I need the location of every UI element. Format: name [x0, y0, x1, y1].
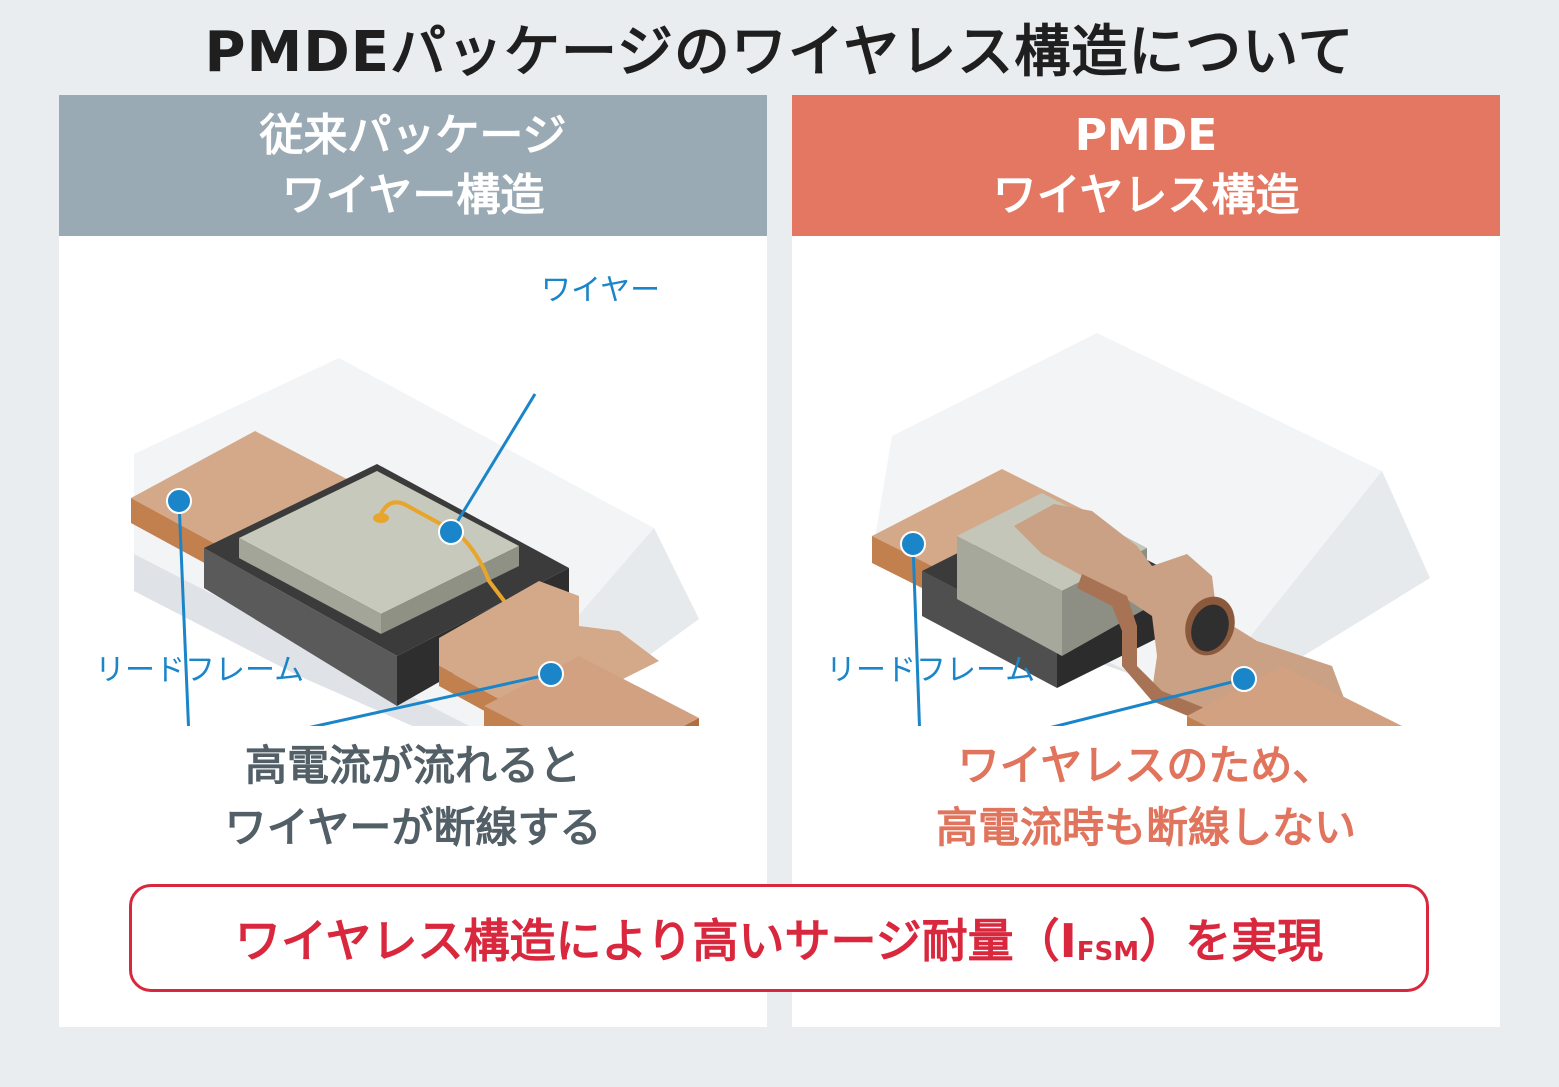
- die-base-left: [922, 571, 1057, 688]
- wireless-structure-illustration: [872, 333, 1430, 726]
- right-leadframe-side: [683, 718, 699, 726]
- right-leadframe-top: [1187, 666, 1402, 726]
- leadframe-callout-dot-2: [538, 661, 564, 687]
- page-title: PMDEパッケージのワイヤレス構造について: [204, 20, 1355, 85]
- leadframe-callout-line-1: [911, 543, 921, 726]
- wire-structure-illustration: [131, 358, 699, 726]
- wire-label: ワイヤー: [541, 273, 661, 308]
- pmde-panel-header: PMDE ワイヤレス構造: [792, 95, 1500, 236]
- leadframe-callout-line-1: [177, 500, 190, 726]
- right-leadframe-top: [484, 656, 699, 726]
- right-leadframe-front: [1187, 716, 1207, 726]
- wire-bond-pad: [373, 513, 389, 523]
- conventional-header-line1: 従来パッケージ: [259, 109, 567, 161]
- clip-leadframe: [1014, 504, 1347, 726]
- pmde-header-line2: ワイヤレス構造: [992, 169, 1300, 221]
- conventional-caption-line2: ワイヤーが断線する: [224, 803, 602, 852]
- die-left: [957, 536, 1062, 656]
- banner-text-main: ワイヤレス構造により高いサージ耐量（I: [234, 914, 1077, 968]
- conventional-panel-header: 従来パッケージ ワイヤー構造: [59, 95, 767, 236]
- conventional-header-line2: ワイヤー構造: [281, 169, 545, 221]
- die-top: [239, 471, 519, 614]
- pmde-package-panel: PMDE ワイヤレス構造 リードフレーム ワイヤレスのため、: [792, 95, 1500, 1027]
- clip-hole-inner: [1191, 604, 1229, 652]
- leadframe-label-left: リードフレーム: [95, 653, 305, 688]
- leadframe-callout-line-2: [309, 672, 552, 726]
- leadframe-callout-dot-1: [900, 531, 926, 557]
- banner-text-subscript: FSM: [1076, 937, 1140, 967]
- pmde-caption-line1: ワイヤレスのため、: [957, 741, 1335, 790]
- wire-callout-line: [449, 393, 537, 533]
- conventional-caption: 高電流が流れると ワイヤーが断線する: [59, 735, 767, 859]
- conventional-caption-line1: 高電流が流れると: [244, 741, 581, 790]
- die-base-left: [204, 548, 397, 706]
- die-left: [239, 538, 381, 634]
- banner-text-end: ）を実現: [1139, 914, 1324, 968]
- leadframe-callout-line-2: [1050, 677, 1245, 726]
- wire-callout-dot: [438, 519, 464, 545]
- pmde-header-line1: PMDE: [1074, 109, 1218, 161]
- conventional-package-panel: 従来パッケージ ワイヤー構造 ワイヤー リ: [59, 95, 767, 1027]
- pmde-caption: ワイヤレスのため、 高電流時も断線しない: [792, 735, 1500, 859]
- leadframe-label-right: リードフレーム: [826, 653, 1036, 688]
- leadframe-callout-dot-1: [166, 488, 192, 514]
- leadframe-callout-dot-2: [1231, 666, 1257, 692]
- pmde-caption-line2: 高電流時も断線しない: [935, 803, 1356, 852]
